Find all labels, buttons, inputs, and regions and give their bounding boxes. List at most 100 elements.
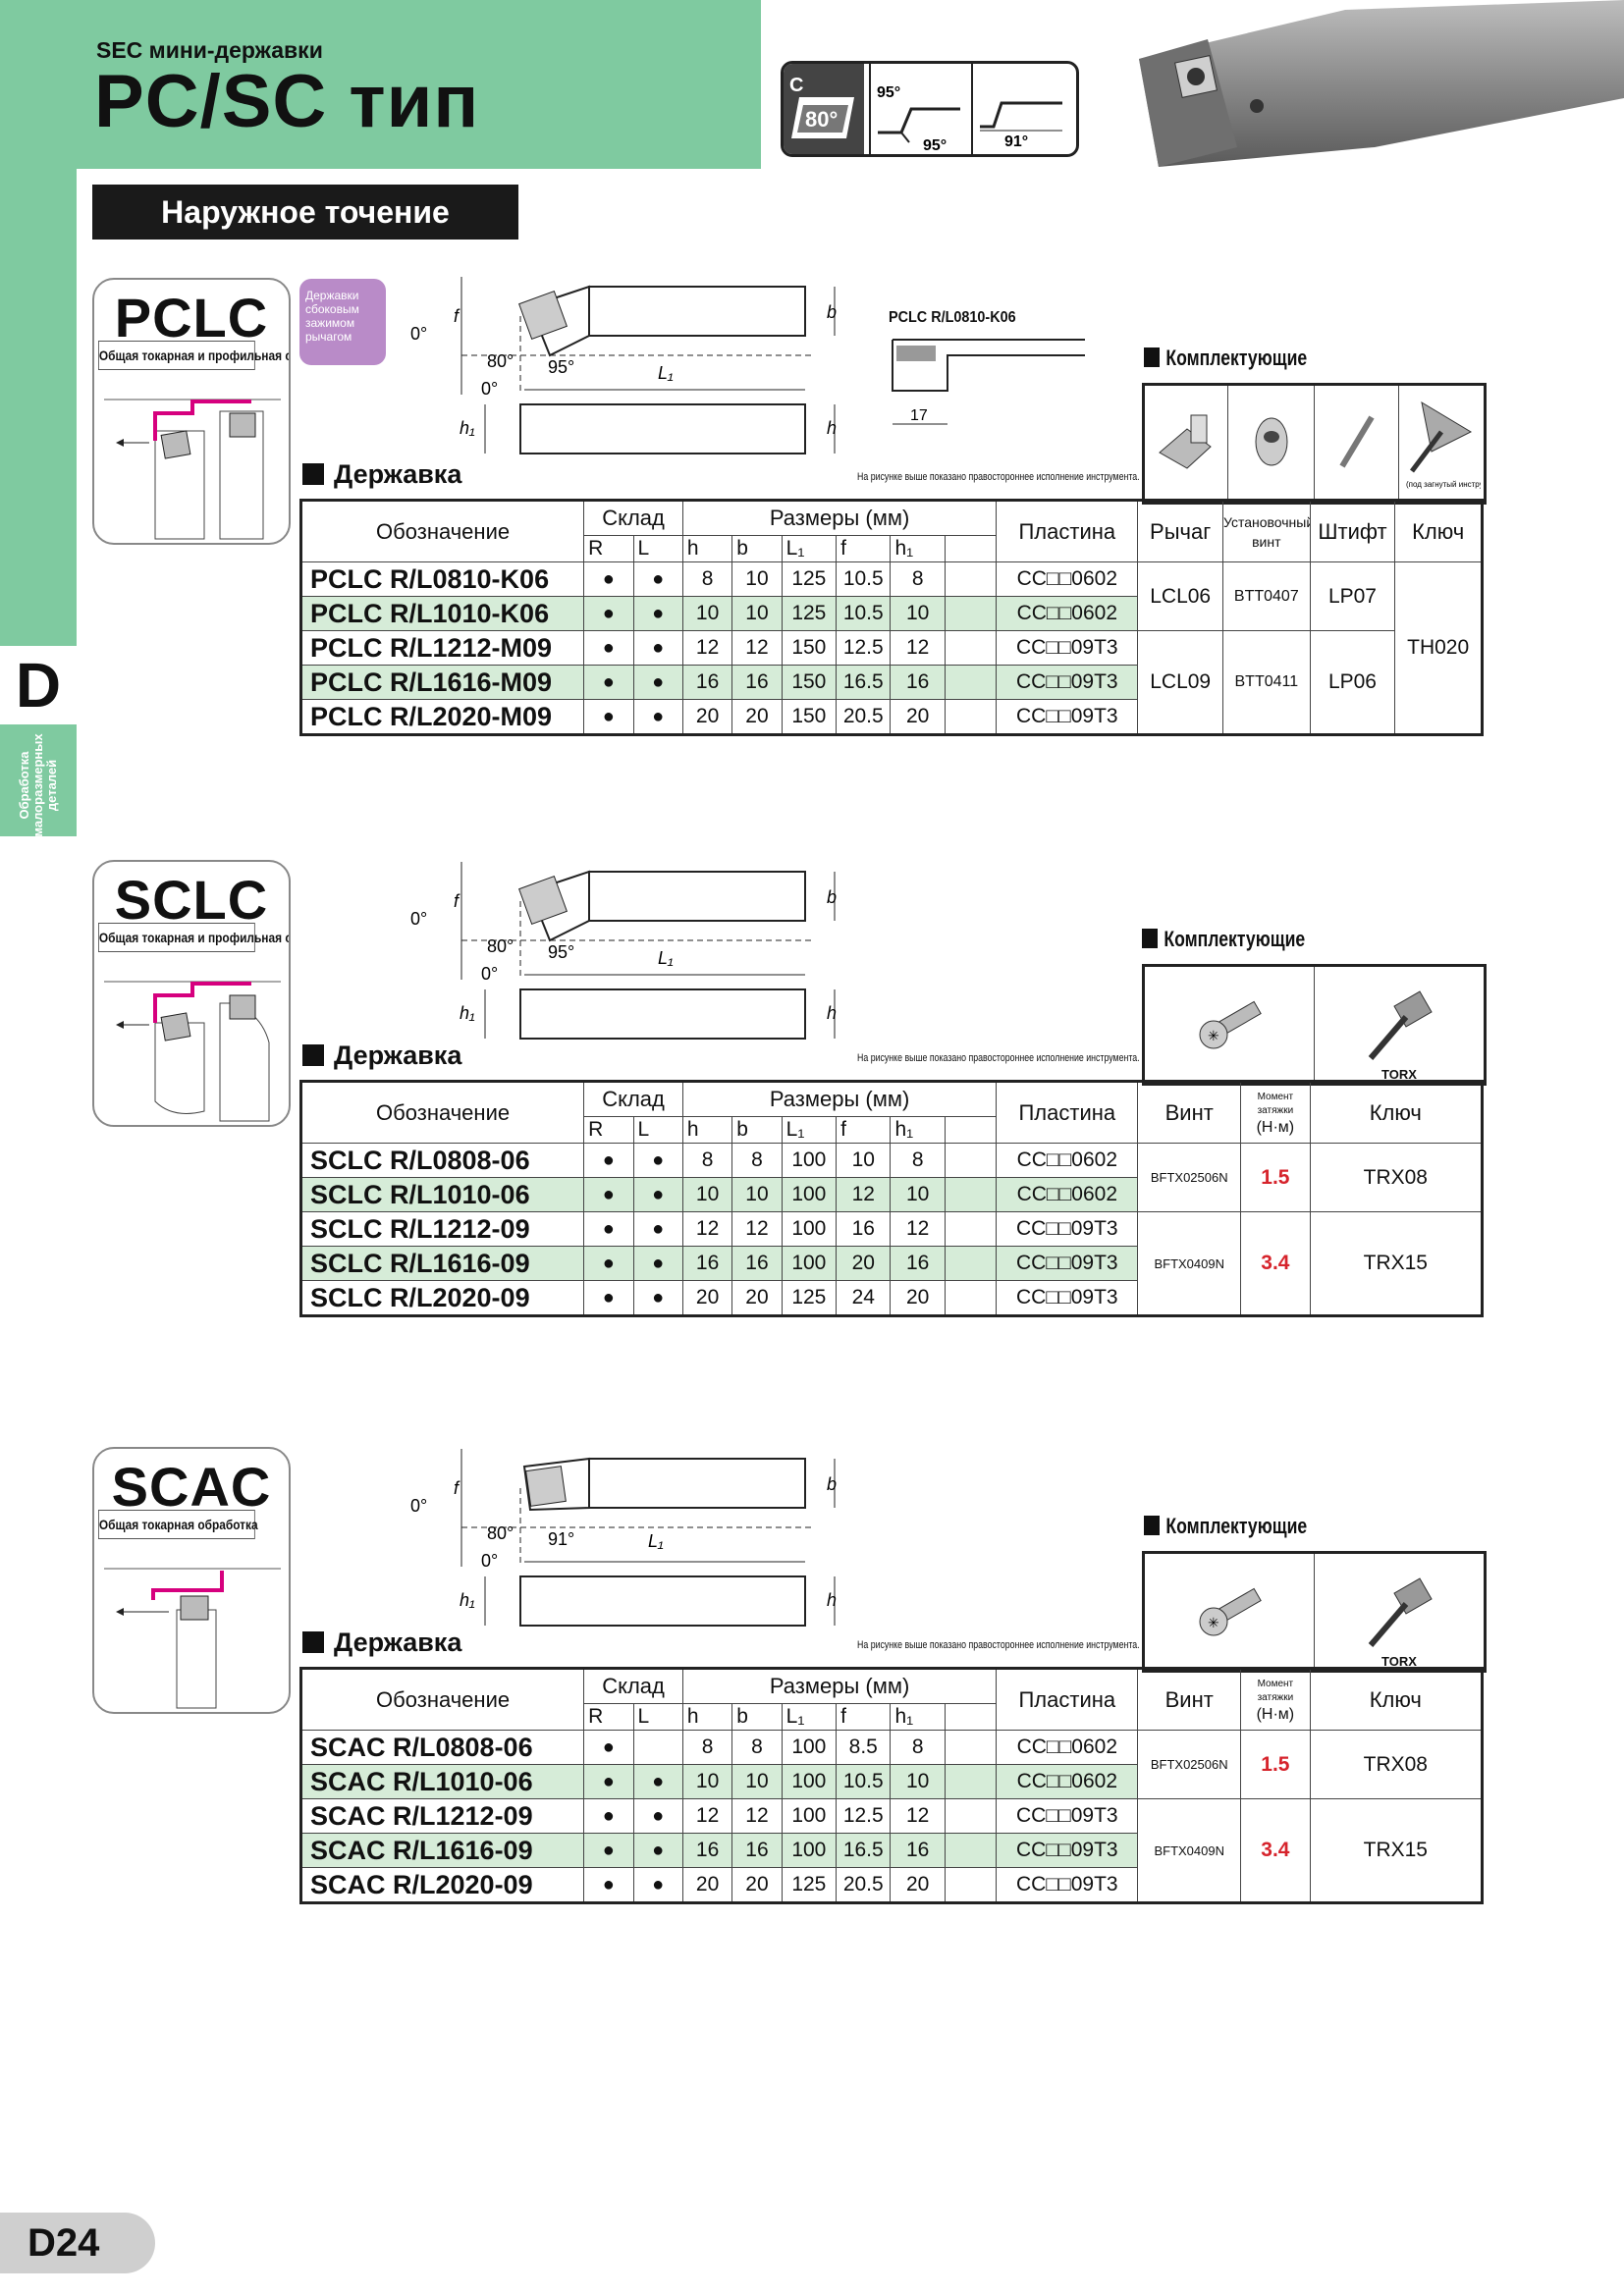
cell-code: SCAC R/L1616-09 [299, 1833, 585, 1868]
dim-angle: 95° [548, 942, 574, 962]
col-empty [944, 535, 998, 562]
col-key: Ключ [1394, 500, 1483, 562]
cell-L1: 100 [781, 1833, 838, 1868]
cell-f: 24 [836, 1280, 892, 1316]
cell-R: ● [583, 1867, 634, 1903]
svg-text:✳: ✳ [1208, 1615, 1219, 1630]
cell-h1: 12 [890, 1211, 946, 1247]
table-row: SCAC R/L1212-09 ● ● 12 12 100 12.5 12 CC… [299, 1798, 1484, 1903]
type-subtitle: Общая токарная и профильная обработка [98, 923, 289, 952]
cell-empty [944, 1246, 998, 1281]
dim-zero2: 0° [481, 964, 498, 984]
section-label: Обработка малоразмерных деталей [0, 731, 77, 839]
cell-h: 20 [681, 1280, 733, 1316]
cell-empty [944, 1867, 998, 1903]
col-lever: Рычаг [1137, 500, 1223, 562]
cell-L: ● [632, 596, 683, 631]
cell-insert: CC□□09T3 [996, 1867, 1139, 1903]
cell-h1: 10 [890, 1177, 946, 1212]
col-torque: Момент затяжки(Н·м) [1240, 1081, 1311, 1144]
cell-h: 16 [681, 1833, 733, 1868]
clamp-type-note: Державки сбоковым зажимом рычагом [299, 279, 386, 365]
cell-empty [944, 561, 998, 597]
cell-screw: BFTX0409N [1137, 1211, 1242, 1316]
cell-insert: CC□□09T3 [996, 665, 1139, 700]
cell-f: 12.5 [836, 1798, 892, 1834]
lever-icon [1143, 384, 1228, 504]
operation-bar: Наружное точение [92, 185, 518, 240]
cell-L: ● [632, 561, 683, 597]
col-key: Ключ [1309, 1081, 1484, 1144]
cell-R: ● [583, 561, 634, 597]
dim-L1: L₁ [658, 948, 674, 968]
col-b: b [731, 535, 783, 562]
cell-insert: CC□□09T3 [996, 630, 1139, 666]
cell-screw: BFTX02506N [1137, 1143, 1242, 1212]
col-set-screw: Установочный винт [1221, 500, 1311, 562]
dim-angle: 95° [548, 357, 574, 377]
cell-key: TH020 [1394, 561, 1483, 735]
col-designation: Обозначение [299, 500, 585, 562]
cell-h1: 16 [890, 665, 946, 700]
cell-code: SCAC R/L0808-06 [299, 1730, 585, 1765]
cell-set-screw: BTT0411 [1221, 630, 1311, 735]
col-screw: Винт [1137, 1081, 1242, 1144]
cell-h1: 12 [890, 1798, 946, 1834]
col-stock: Склад [583, 1668, 683, 1704]
dim-b: b [827, 887, 837, 907]
cell-R: ● [583, 1246, 634, 1281]
cell-f: 20.5 [836, 699, 892, 735]
col-empty [944, 1116, 998, 1144]
cell-h: 8 [681, 1730, 733, 1765]
orientation-note: На рисунке выше показано правостороннее … [857, 471, 1140, 483]
cell-code: PCLC R/L0810-K06 [299, 561, 585, 597]
cell-h1: 20 [890, 1280, 946, 1316]
cell-empty [944, 665, 998, 700]
cell-insert: CC□□0602 [996, 596, 1139, 631]
col-h: h [681, 1116, 733, 1144]
application-sketch [104, 981, 281, 1122]
cell-code: SCLC R/L2020-09 [299, 1280, 585, 1316]
cell-h: 10 [681, 1177, 733, 1212]
section-label-line2: малоразмерных [30, 733, 45, 837]
table-row: SCLC R/L2020-09 ● ● 20 20 125 24 20 CC□□… [299, 1280, 1483, 1316]
type-badge-scac: SCAC Общая токарная обработка [92, 1447, 291, 1714]
cell-f: 20 [836, 1246, 892, 1281]
dim-h: h [827, 1003, 837, 1023]
cell-empty [944, 630, 998, 666]
cell-L1: 100 [781, 1246, 838, 1281]
cell-empty [944, 1730, 998, 1765]
table-row: PCLC R/L0810-K06 ● ● 8 10 125 10.5 8 CC□… [299, 561, 1483, 735]
page-title: PC/SC тип [94, 60, 480, 143]
cell-lever: LCL06 [1137, 561, 1223, 631]
cell-L1: 125 [781, 1867, 838, 1903]
cell-b: 12 [731, 1211, 783, 1247]
cell-R: ● [583, 1798, 634, 1834]
cell-f: 10.5 [836, 1764, 892, 1799]
cell-L: ● [632, 1246, 683, 1281]
cell-b: 16 [731, 665, 783, 700]
dim-zero: 0° [410, 324, 427, 344]
cell-L1: 125 [781, 596, 838, 631]
table-row: SCAC R/L2020-09 ● ● 20 20 125 20.5 20 CC… [299, 1867, 1483, 1903]
cell-b: 12 [731, 1798, 783, 1834]
holder-title: Державка [302, 1628, 461, 1658]
cell-insert: CC□□0602 [996, 1730, 1139, 1765]
cell-L: ● [632, 1211, 683, 1247]
dim-L1: L₁ [648, 1531, 664, 1551]
cell-code: PCLC R/L1010-K06 [299, 596, 585, 631]
cell-L: ● [632, 1280, 683, 1316]
cell-key: TRX15 [1309, 1798, 1484, 1903]
table-row: PCLC R/L2020-M09 ● ● 20 20 150 20.5 20 C… [299, 699, 1483, 735]
col-dims: Размеры (мм) [681, 500, 998, 536]
table-row: PCLC R/L1616-M09 ● ● 16 16 150 16.5 16 C… [299, 665, 1483, 700]
cell-L: ● [632, 1143, 683, 1178]
cell-insert: CC□□09T3 [996, 1211, 1139, 1247]
cell-empty [944, 1211, 998, 1247]
table-row: SCLC R/L1212-09 ● ● 12 12 100 16 12 CC□□… [299, 1211, 1484, 1316]
cell-h1: 20 [890, 1867, 946, 1903]
type-badge-sclc: SCLC Общая токарная и профильная обработ… [92, 860, 291, 1127]
cell-f: 12.5 [836, 630, 892, 666]
col-stock: Склад [583, 500, 683, 536]
cell-code: SCLC R/L0808-06 [299, 1143, 585, 1178]
